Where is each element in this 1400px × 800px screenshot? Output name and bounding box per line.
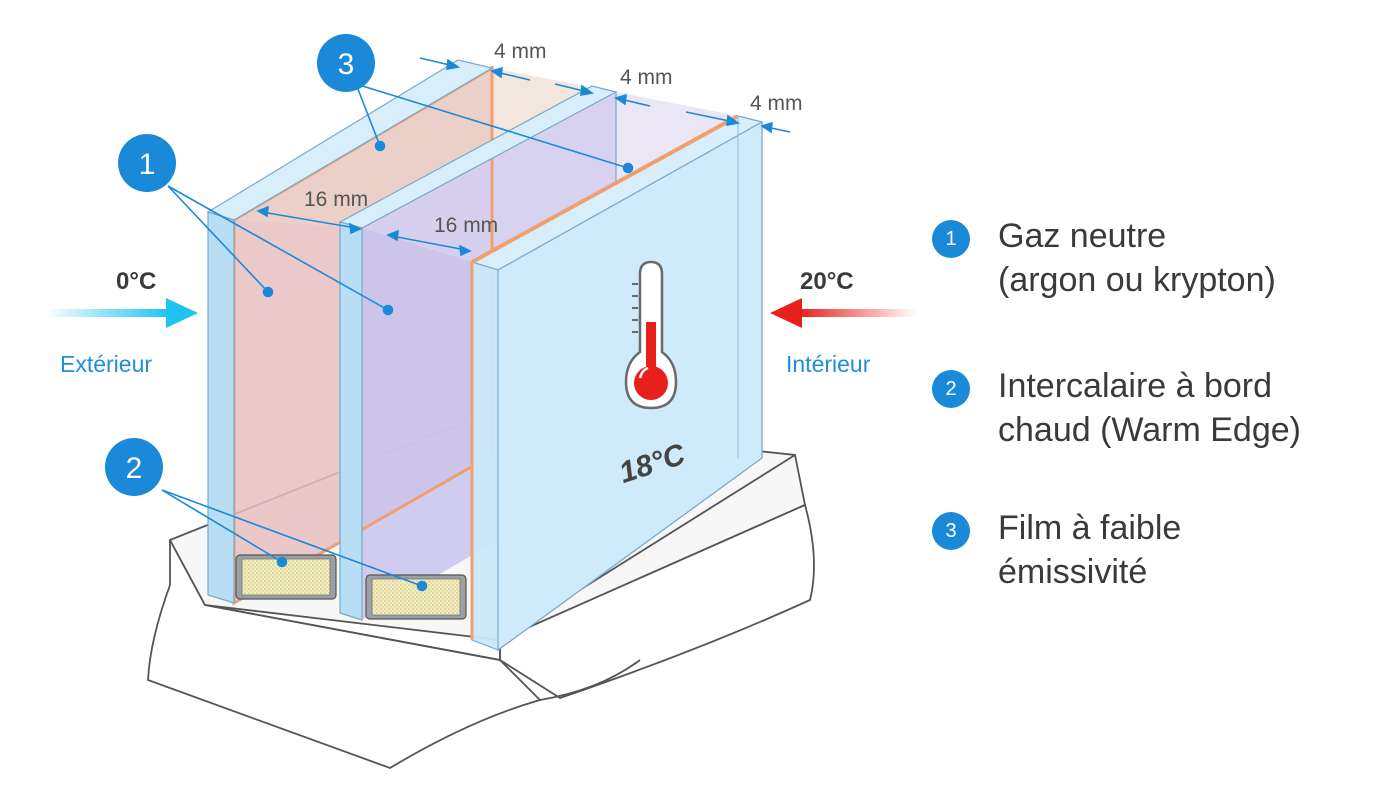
legend-text-2-line1: Intercalaire à bord xyxy=(998,367,1273,405)
outside-label: Extérieur xyxy=(60,351,152,377)
callout-badge-3: 3 xyxy=(317,34,375,92)
callout-badge-3-label: 3 xyxy=(338,48,355,81)
dimension-arrows xyxy=(256,57,791,257)
legend-text-1: Gaz neutre (argon ou krypton) xyxy=(998,214,1398,302)
dim-pane-inner: 4 mm xyxy=(750,92,803,115)
spacer-inner xyxy=(365,574,467,620)
dim-gap-outer: 16 mm xyxy=(304,188,368,211)
legend-text-3-line2: émissivité xyxy=(998,553,1148,591)
legend-text-1-line2: (argon ou krypton) xyxy=(998,261,1276,299)
callout-badge-2: 2 xyxy=(105,438,163,496)
legend-text-2: Intercalaire à bord chaud (Warm Edge) xyxy=(998,364,1398,452)
dim-pane-middle: 4 mm xyxy=(620,66,673,89)
legend-text-3-line1: Film à faible xyxy=(998,509,1182,547)
legend-badge-1: 1 xyxy=(932,220,970,258)
legend-text-1-line1: Gaz neutre xyxy=(998,217,1167,255)
callout-badge-2-label: 2 xyxy=(126,452,143,485)
dim-pane-outer: 4 mm xyxy=(494,40,547,63)
frame-inner-channel xyxy=(204,454,796,662)
legend-text-3: Film à faible émissivité xyxy=(998,506,1398,594)
frame-front-face xyxy=(147,539,542,769)
cold-arrow-icon xyxy=(44,298,198,328)
inside-label: Intérieur xyxy=(786,351,871,377)
thermometer-icon xyxy=(624,260,678,410)
spacer-outer xyxy=(235,554,337,600)
dim-gap-inner: 16 mm xyxy=(434,214,498,237)
outside-temperature: 0°C xyxy=(116,268,156,295)
legend-text-2-line2: chaud (Warm Edge) xyxy=(998,411,1301,449)
legend-badge-2: 2 xyxy=(932,370,970,408)
warm-arrow-icon xyxy=(770,298,916,328)
legend-badge-3: 3 xyxy=(932,512,970,550)
callout-badge-1: 1 xyxy=(118,134,176,192)
inside-temperature: 20°C xyxy=(800,268,854,295)
callout-badge-1-label: 1 xyxy=(139,148,156,181)
callout-leaders xyxy=(161,83,634,592)
